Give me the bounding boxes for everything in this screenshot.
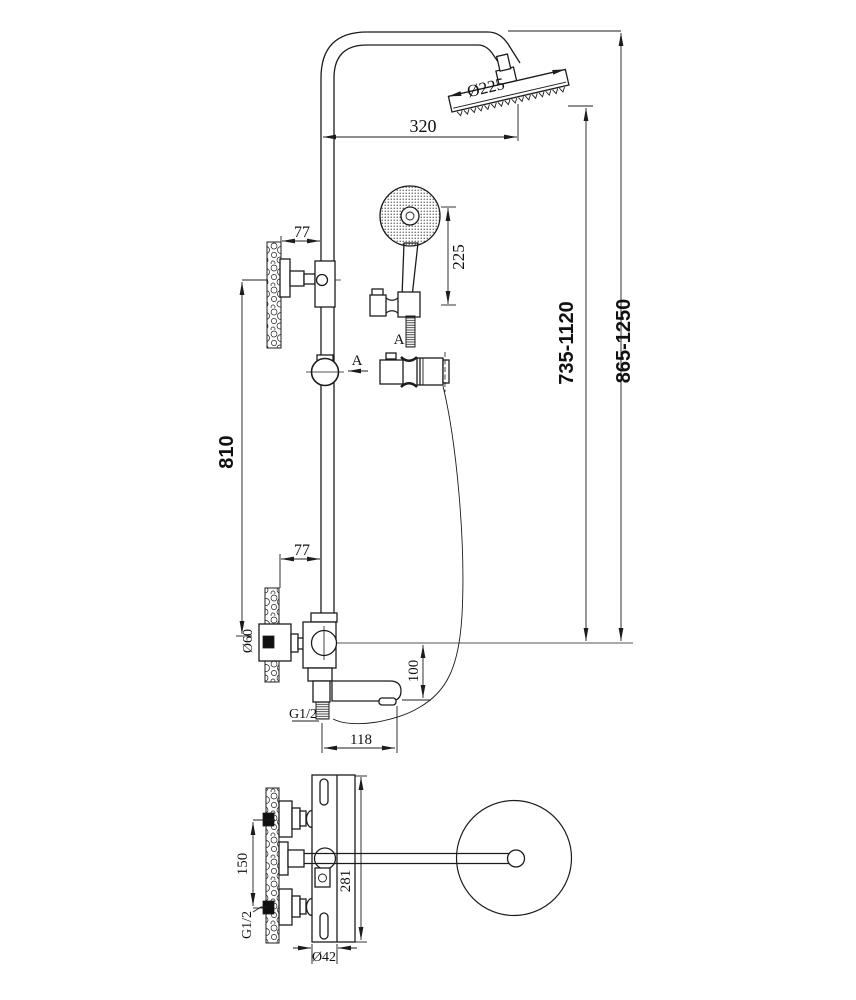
dim-wall-to-pipe-top bbox=[280, 236, 320, 254]
dim-handshower-length bbox=[441, 206, 456, 306]
shower-hose bbox=[332, 385, 464, 725]
dim-bar-height-label: 810 bbox=[216, 435, 238, 468]
hand-shower-bracket bbox=[369, 288, 421, 348]
dim-bar-height bbox=[236, 279, 268, 637]
dim-arm-reach bbox=[323, 104, 519, 141]
dim-spout-reach-label: 118 bbox=[350, 732, 372, 748]
slider-bracket bbox=[306, 354, 344, 387]
dim-overall-adjust-label: 865-1250 bbox=[613, 299, 635, 384]
hand-shower-handle bbox=[401, 242, 419, 298]
dim-arm-reach-label: 320 bbox=[410, 116, 437, 136]
diverter-knob-plan bbox=[314, 867, 331, 888]
dim-handshower-length-label: 225 bbox=[449, 244, 468, 270]
overhead-shower-head bbox=[447, 53, 570, 117]
plan-outlet-middle bbox=[278, 841, 305, 876]
dim-riser-adjust bbox=[568, 105, 593, 641]
dim-inlet-spacing-label: 150 bbox=[235, 853, 251, 876]
dim-body-diameter bbox=[293, 944, 357, 964]
dim-overall-adjust bbox=[508, 30, 624, 641]
dim-head-diameter-line bbox=[448, 68, 566, 97]
spout-aerator bbox=[378, 697, 397, 706]
inlet-thread-front-label: G1/2 bbox=[289, 707, 317, 722]
inlet-connection bbox=[262, 635, 275, 649]
dim-body-length bbox=[355, 775, 367, 943]
upper-wall-bracket bbox=[279, 258, 341, 308]
inlet-thread-plan-label: G1/2 bbox=[240, 911, 255, 939]
section-view-a bbox=[379, 352, 450, 392]
section-view-label: A bbox=[394, 332, 405, 348]
dim-wall-to-pipe-bottom-label: 77 bbox=[294, 542, 310, 559]
section-arrow-label: A bbox=[352, 353, 363, 369]
dim-riser-adjust-label: 735-1120 bbox=[556, 301, 578, 384]
dim-body-length-label: 281 bbox=[338, 870, 354, 893]
dim-spout-reach bbox=[321, 706, 398, 753]
riser-pipe bbox=[320, 31, 521, 614]
hand-shower bbox=[379, 185, 441, 298]
plan-view: 150 G1/2 281 Ø42 bbox=[235, 774, 573, 965]
shower-arm-plan bbox=[304, 847, 526, 888]
dim-body-diameter-label: Ø42 bbox=[312, 950, 336, 965]
hand-shower-hose-stub bbox=[405, 315, 416, 348]
mixer-valve bbox=[258, 612, 402, 720]
dim-wall-to-pipe-bottom bbox=[279, 554, 320, 588]
dim-escutcheon-diameter-label: Ø60 bbox=[241, 629, 256, 653]
wall-section-plan bbox=[265, 787, 280, 944]
dim-wall-to-pipe-top-label: 77 bbox=[294, 224, 310, 241]
hose-outlet-nipple bbox=[315, 701, 330, 720]
dim-spout-drop bbox=[402, 645, 431, 701]
dim-spout-drop-label: 100 bbox=[406, 660, 422, 683]
shower-head-plan-circle bbox=[455, 799, 573, 917]
wall-section-upper bbox=[266, 241, 282, 349]
